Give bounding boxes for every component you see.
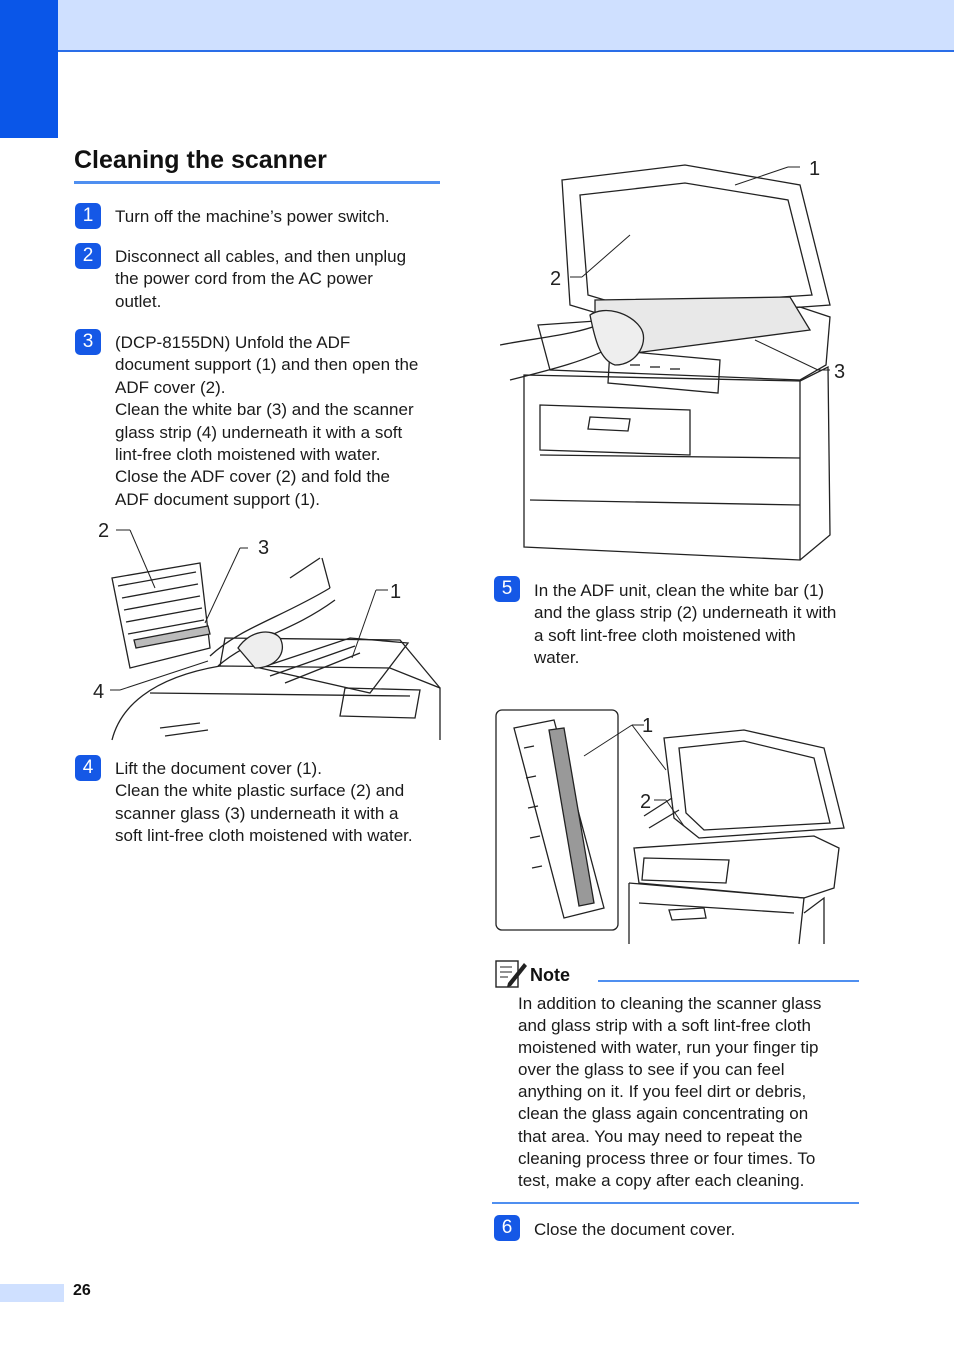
adf-unit-drawing: 1 2 [495, 709, 845, 945]
note-title: Note [530, 965, 570, 985]
adf-callout-1: 1 [390, 581, 401, 603]
step-1-text: Turn off the machine’s power switch. [115, 207, 390, 226]
adf-callout-4: 4 [93, 681, 104, 703]
adf-callout-2: 2 [98, 520, 109, 542]
note-pencil-icon [494, 957, 528, 991]
cover-callout-2: 2 [550, 268, 561, 290]
adf-cleaning-drawing: 2 3 1 4 [93, 520, 441, 741]
adf-callout-3: 3 [258, 537, 269, 559]
chapter-tab [0, 0, 58, 138]
step-2-badge: 2 [75, 243, 101, 269]
section-title: Cleaning the scanner [74, 146, 327, 174]
title-rule [74, 181, 440, 184]
note-rule-top [598, 980, 859, 982]
page-number-tab [0, 1284, 64, 1302]
step-4-text: Lift the document cover (1). Clean the w… [115, 759, 413, 846]
step-3-text: (DCP-8155DN) Unfold the ADF document sup… [115, 333, 419, 509]
step-6-badge: 6 [494, 1215, 520, 1241]
step-6-text: Close the document cover. [534, 1220, 736, 1239]
cover-callout-1: 1 [809, 158, 820, 180]
header-band [0, 0, 954, 52]
step-3-badge: 3 [75, 329, 101, 355]
adf-unit-illustration: 1 2 [494, 708, 850, 946]
adf-unit-callout-1: 1 [642, 715, 653, 737]
step-4-badge: 4 [75, 755, 101, 781]
note-rule-bottom [492, 1202, 859, 1204]
step-2-text: Disconnect all cables, and then unplug t… [115, 247, 407, 311]
step-5-badge: 5 [494, 576, 520, 602]
page-number: 26 [73, 1282, 91, 1299]
adf-cleaning-illustration: 2 3 1 4 [90, 518, 442, 744]
step-1-badge: 1 [75, 203, 101, 229]
document-cover-illustration: 1 2 3 [500, 155, 856, 565]
document-cover-drawing: 1 2 3 [500, 158, 845, 561]
cover-callout-3: 3 [834, 361, 845, 383]
adf-unit-callout-2: 2 [640, 791, 651, 813]
step-5-text: In the ADF unit, clean the white bar (1)… [534, 581, 837, 668]
note-body: In addition to cleaning the scanner glas… [518, 994, 822, 1190]
